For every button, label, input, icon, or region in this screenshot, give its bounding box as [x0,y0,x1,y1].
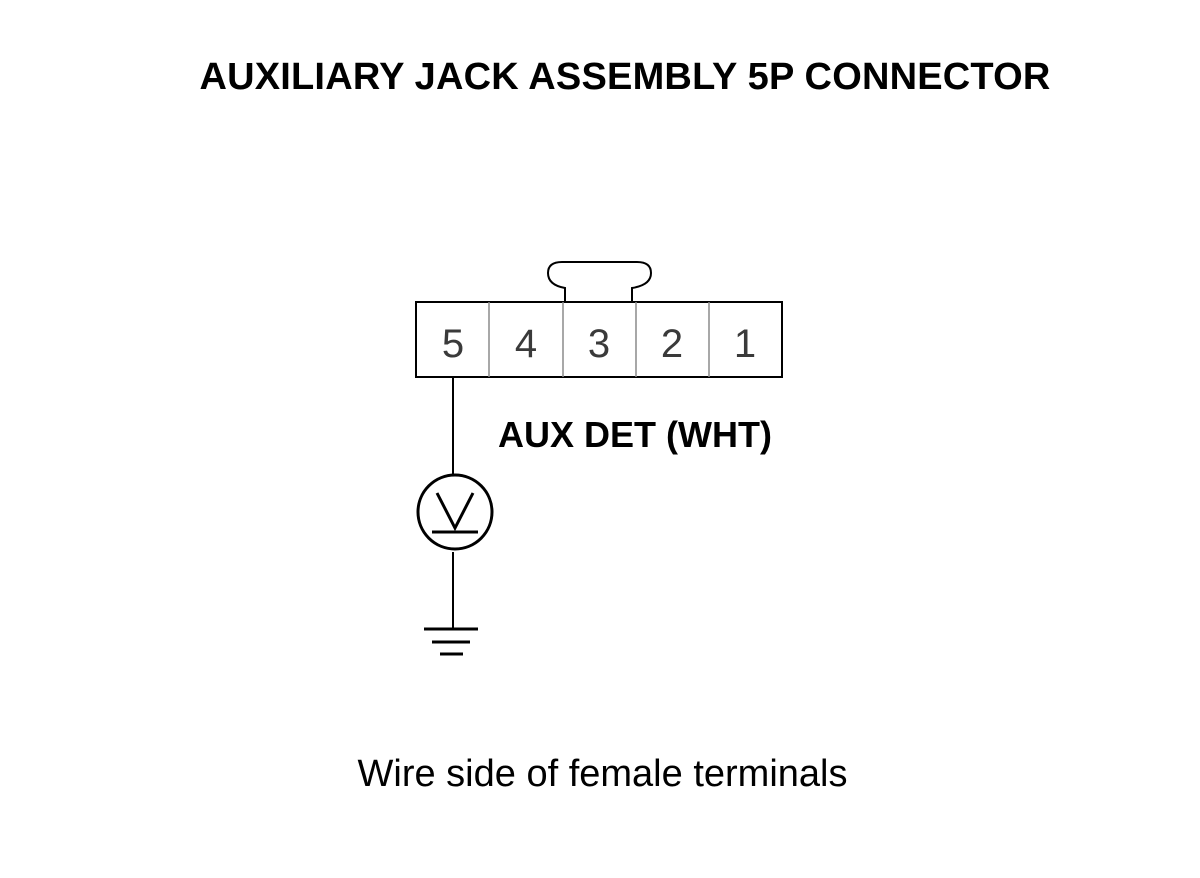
connector-lock-tab [546,261,653,302]
diagram-caption: Wire side of female terminals [357,753,848,795]
pin-label-1: 1 [734,322,756,366]
connector-body [415,301,783,378]
diagram-title: AUXILIARY JACK ASSEMBLY 5P CONNECTOR [199,56,1051,98]
connector-cell-dividers [488,302,710,377]
pin-label-2: 2 [661,322,683,366]
pin-label-3: 3 [588,322,610,366]
pin-label-4: 4 [515,322,537,366]
ground-icon [424,627,478,656]
voltmeter-icon [416,473,494,551]
pin-label-5: 5 [442,322,464,366]
wire-label-aux-det: AUX DET (WHT) [498,414,772,455]
